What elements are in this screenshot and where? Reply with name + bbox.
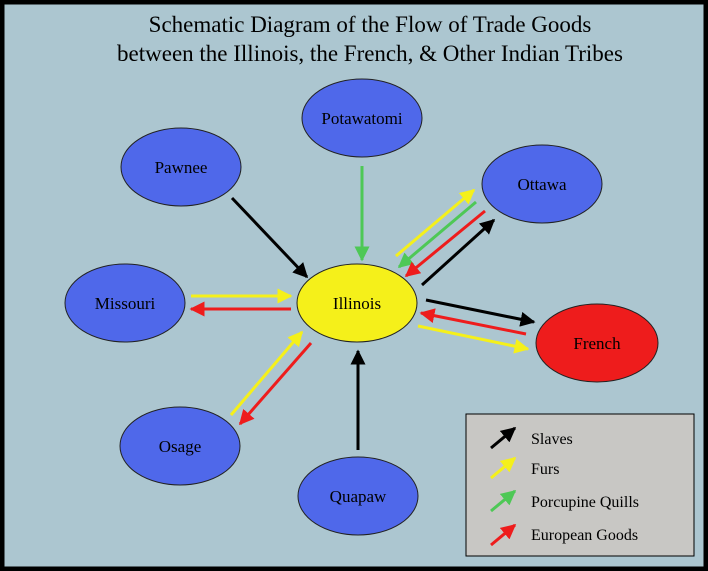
node-quapaw: Quapaw bbox=[297, 456, 419, 536]
node-potawatomi-label: Potawatomi bbox=[321, 109, 402, 128]
node-potawatomi: Potawatomi bbox=[301, 78, 423, 158]
arrow-french-to-illinois-european-goods bbox=[419, 308, 527, 336]
legend-porcupine-quills-arrow bbox=[490, 489, 517, 513]
arrow-illinois-to-french-furs bbox=[417, 324, 530, 354]
legend-porcupine-quills-label: Porcupine Quills bbox=[531, 494, 639, 511]
legend-european-goods-label: European Goods bbox=[531, 527, 638, 544]
arrow-illinois-to-ottawa-furs bbox=[395, 188, 476, 258]
node-pawnee: Pawnee bbox=[120, 127, 242, 207]
node-ottawa-label: Ottawa bbox=[517, 175, 567, 194]
arrow-illinois-to-ottawa-slaves bbox=[420, 218, 496, 287]
legend: Slaves Furs Porcupine Quills European Go… bbox=[465, 413, 695, 557]
legend-slaves-label: Slaves bbox=[531, 431, 573, 448]
arrow-ottawa-to-illinois-european-goods bbox=[404, 209, 486, 278]
node-osage-label: Osage bbox=[159, 437, 201, 456]
legend-european-goods-arrow bbox=[490, 523, 517, 547]
node-quapaw-label: Quapaw bbox=[330, 487, 387, 506]
title-line-1: Schematic Diagram of the Flow of Trade G… bbox=[149, 12, 592, 37]
arrow-illinois-to-french-slaves bbox=[425, 298, 536, 327]
legend-slaves-arrow bbox=[490, 426, 517, 450]
node-illinois-label: Illinois bbox=[333, 294, 381, 313]
arrow-pawnee-to-illinois-slaves bbox=[230, 196, 309, 279]
node-french-label: French bbox=[573, 334, 621, 353]
node-illinois: Illinois bbox=[296, 263, 418, 343]
node-ottawa: Ottawa bbox=[481, 144, 603, 224]
title-line-2: between the Illinois, the French, & Othe… bbox=[117, 41, 623, 66]
node-missouri: Missouri bbox=[64, 263, 186, 343]
arrow-osage-to-illinois-furs bbox=[229, 330, 304, 416]
node-french: French bbox=[535, 303, 659, 383]
legend-furs-label: Furs bbox=[531, 461, 559, 478]
node-missouri-label: Missouri bbox=[95, 294, 156, 313]
legend-furs-arrow bbox=[490, 456, 517, 480]
arrow-illinois-to-osage-european-goods bbox=[238, 342, 313, 426]
node-osage: Osage bbox=[119, 406, 241, 486]
node-pawnee-label: Pawnee bbox=[155, 158, 208, 177]
arrow-ottawa-to-illinois-quills bbox=[397, 200, 477, 269]
